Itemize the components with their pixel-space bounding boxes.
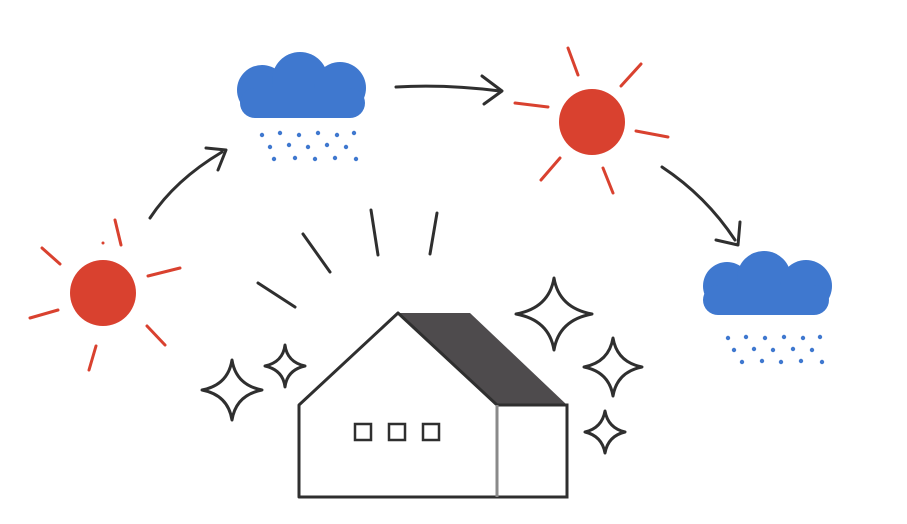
arrow-icon [148,146,228,220]
arrow-icon [660,165,742,247]
cloud-shape [237,52,366,118]
sun-icon [513,46,670,195]
sparkles [200,276,644,455]
sun-disc [559,89,625,155]
arrow-icon [394,74,504,106]
house-icon [297,311,569,499]
sun-rays [513,46,670,195]
sparkle-icon [582,336,644,398]
sparkle-icon [263,343,307,389]
house-side [495,403,569,499]
sun-rays [28,218,182,372]
window [387,422,407,442]
rain-drops [725,334,825,365]
roof [398,313,567,405]
sparkle-icon [200,358,264,422]
sparkle-icon [514,276,594,352]
window [353,422,373,442]
sun-icon [28,218,182,372]
rain-drops [259,130,359,162]
sparkle-icon [583,409,627,455]
rain-cloud-icon [237,52,366,162]
rain-cloud-icon [703,251,832,365]
emphasis-lines [256,208,439,309]
cloud-shape [703,251,832,315]
house-windows [353,422,441,442]
window [421,422,441,442]
sun-disc [70,260,136,326]
